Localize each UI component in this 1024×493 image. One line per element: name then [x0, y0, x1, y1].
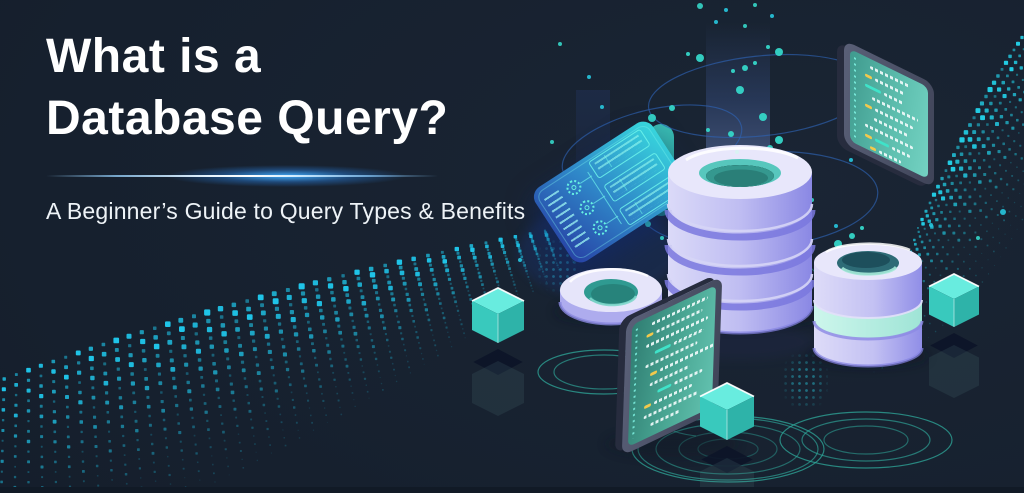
title-line-1: What is a [46, 30, 262, 83]
cube [699, 381, 755, 493]
subtitle: A Beginner’s Guide to Query Types & Bene… [46, 198, 526, 224]
page-title: What is a Database Query? [46, 26, 566, 150]
glow-core [46, 175, 438, 177]
cube [928, 272, 980, 398]
hero-text-block: What is a Database Query? A Beginner’s G… [46, 26, 566, 224]
database-cylinder-right [812, 242, 924, 368]
bottom-edge-strip [0, 487, 1024, 493]
cubes [471, 272, 980, 493]
title-line-2: Database Query? [46, 92, 449, 145]
cube [471, 286, 525, 416]
disc-donut [558, 268, 664, 326]
glow-divider [46, 165, 438, 187]
